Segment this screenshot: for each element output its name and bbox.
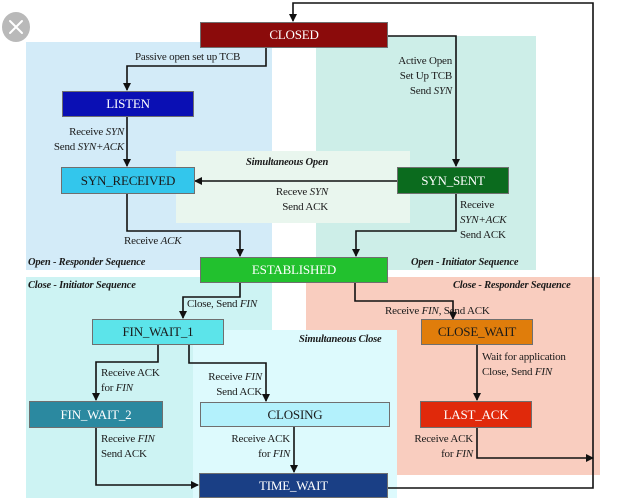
label-open-responder-sequence: Open - Responder Sequence <box>28 257 146 268</box>
close-button[interactable] <box>2 12 30 42</box>
label-active-open-line3: Send SYN <box>409 85 452 97</box>
label-finwait1-to-closing: Receive FIN Send ACK <box>208 371 262 398</box>
arrow-finwait1-to-closing <box>188 345 270 402</box>
state-syn-sent: SYN_SENT <box>397 167 509 194</box>
label-close-responder-sequence: Close - Responder Sequence <box>453 280 571 291</box>
state-established: ESTABLISHED <box>200 257 388 283</box>
arrow-established-to-closewait <box>354 283 457 320</box>
state-closed: CLOSED <box>200 22 388 48</box>
label-active-open: Active Open Set Up TCB Send SYN <box>372 54 452 99</box>
label-closewait-to-lastack: Wait for application Close, Send FIN <box>482 351 566 378</box>
arrow-lastack-to-closed <box>476 428 594 462</box>
state-fin-wait-2: FIN_WAIT_2 <box>29 401 163 428</box>
label-close-initiator-sequence: Close - Initiator Sequence <box>28 280 136 291</box>
label-synrcvd-to-established: Receive ACK <box>124 235 182 247</box>
arrow-timewait-to-closed <box>289 2 594 489</box>
arrow-finwait1-to-finwait2 <box>92 345 159 401</box>
label-simultaneous-open-transition: Receve SYN Send ACK <box>275 186 328 213</box>
state-time-wait: TIME_WAIT <box>199 473 388 498</box>
state-closing: CLOSING <box>200 402 390 427</box>
state-fin-wait-1: FIN_WAIT_1 <box>92 319 224 345</box>
state-last-ack: LAST_ACK <box>420 401 532 428</box>
state-listen: LISTEN <box>62 91 194 117</box>
label-simultaneous-open: Simultaneous Open <box>246 157 329 168</box>
label-finwait1-to-finwait2: Receive ACK for FIN <box>101 367 160 394</box>
label-simultaneous-close: Simultaneous Close <box>299 334 382 345</box>
arrow-synsent-to-established <box>352 194 457 257</box>
region-simultaneous-open <box>176 151 410 223</box>
label-established-to-finwait1: Close, Send FIN <box>187 298 258 310</box>
arrow-finwait2-to-timewait <box>95 428 199 489</box>
state-syn-received: SYN_RECEIVED <box>61 167 195 194</box>
label-active-open-line1: Active Open <box>398 55 452 67</box>
label-closing-to-timewait: Receive ACK for FIN <box>231 433 290 460</box>
label-listen-to-synrcvd: Receive SYN Send SYN+ACK <box>53 126 124 153</box>
arrow-closed-to-listen <box>123 48 267 91</box>
label-active-open-line2: Set Up TCB <box>399 70 452 82</box>
arrow-synrcvd-to-established <box>126 194 244 257</box>
label-finwait2-to-timewait: Receive FIN Send ACK <box>101 433 155 460</box>
label-open-initiator-sequence: Open - Initiator Sequence <box>411 257 519 268</box>
label-established-to-closewait: Receive FIN, Send ACK <box>385 305 490 317</box>
close-icon <box>9 20 23 34</box>
state-close-wait: CLOSE_WAIT <box>421 319 533 345</box>
label-synsent-to-established: Receive SYN+ACK Send ACK <box>460 199 507 241</box>
arrow-closed-to-synsent <box>388 35 460 167</box>
label-lastack-to-closed: Receive ACK for FIN <box>414 433 473 460</box>
arrow-established-to-finwait1 <box>179 283 241 319</box>
label-passive-open: Passive open set up TCB <box>135 51 241 63</box>
